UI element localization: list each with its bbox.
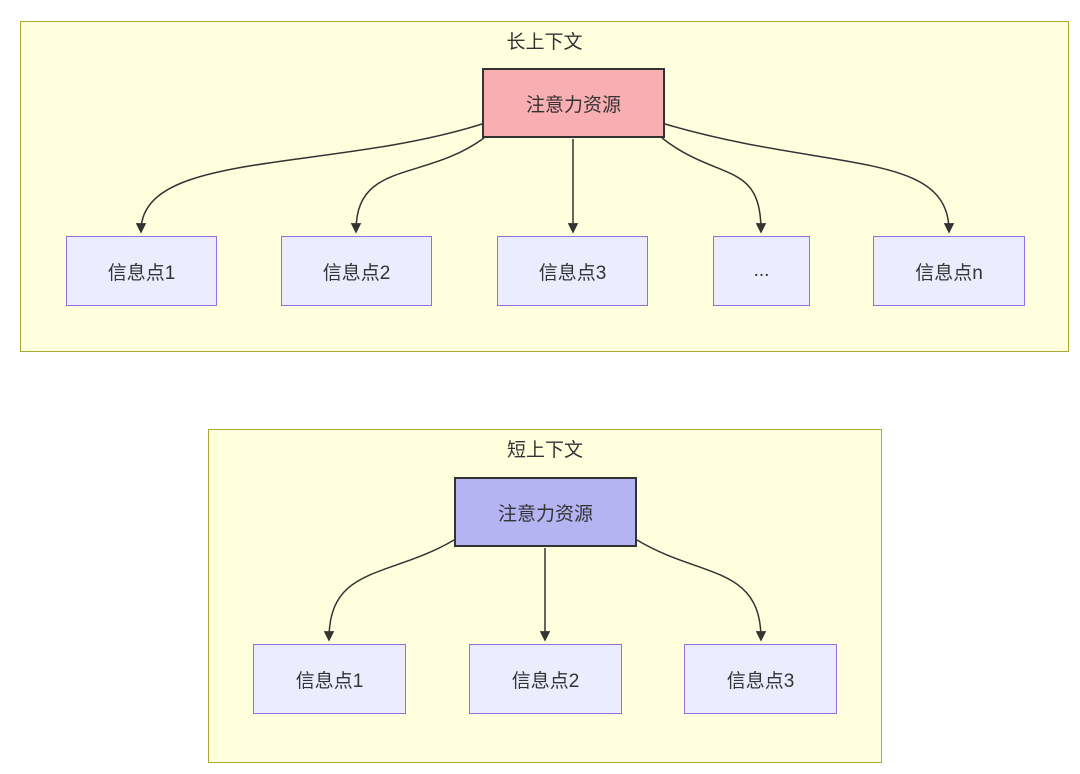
short-info-node-2: 信息点2 [469,644,622,714]
long-info-node-3: 信息点3 [497,236,648,306]
short-info-node-1-label: 信息点1 [295,670,364,692]
long-info-node-3-label: 信息点3 [538,262,607,284]
short-info-node-3: 信息点3 [684,644,837,714]
long-info-node-n-label: 信息点n [915,262,983,284]
long-info-node-n: 信息点n [873,236,1025,306]
long-info-node-1: 信息点1 [66,236,217,306]
short-info-node-2-label: 信息点2 [511,670,580,692]
long-attention-root-node: 注意力资源 [482,68,665,138]
short-attention-root-label: 注意力资源 [497,503,593,525]
short-attention-root-node: 注意力资源 [454,477,637,547]
long-info-node-ellipsis-label: ... [753,260,770,281]
short-context-title: 短上下文 [506,440,583,461]
long-info-node-2-label: 信息点2 [322,262,391,284]
long-context-title: 长上下文 [506,32,583,53]
long-info-node-1-label: 信息点1 [107,262,176,284]
short-info-node-1: 信息点1 [253,644,406,714]
long-info-node-2: 信息点2 [281,236,432,306]
short-info-node-3-label: 信息点3 [726,670,795,692]
long-info-node-ellipsis: ... [713,236,810,306]
long-attention-root-label: 注意力资源 [525,94,621,116]
